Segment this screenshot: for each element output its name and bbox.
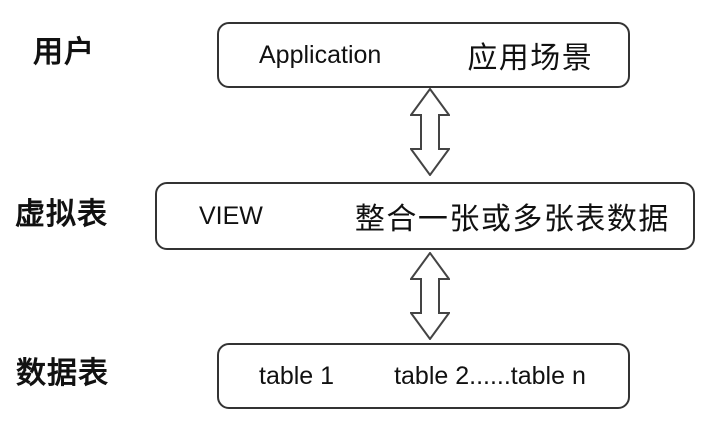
row-label-data-table: 数据表 — [16, 357, 109, 390]
view-box-latin-text: VIEW — [199, 201, 263, 230]
tables-box: table 1 table 2......table n — [217, 343, 630, 409]
tables-box-table2-n-text: table 2......table n — [394, 361, 586, 390]
tables-box-table1-text: table 1 — [259, 361, 335, 390]
application-box-cjk-text: 应用场景 — [467, 42, 594, 75]
view-box: VIEW 整合一张或多张表数据 — [155, 182, 695, 250]
row-label-user: 用户 — [33, 36, 95, 69]
application-box: Application 应用场景 — [217, 22, 630, 88]
row-label-virtual-table: 虚拟表 — [15, 198, 108, 231]
double-headed-arrow-icon — [410, 252, 450, 340]
application-box-latin-text: Application — [259, 40, 382, 69]
double-headed-arrow-icon — [410, 88, 450, 176]
view-box-cjk-text: 整合一张或多张表数据 — [354, 203, 670, 236]
